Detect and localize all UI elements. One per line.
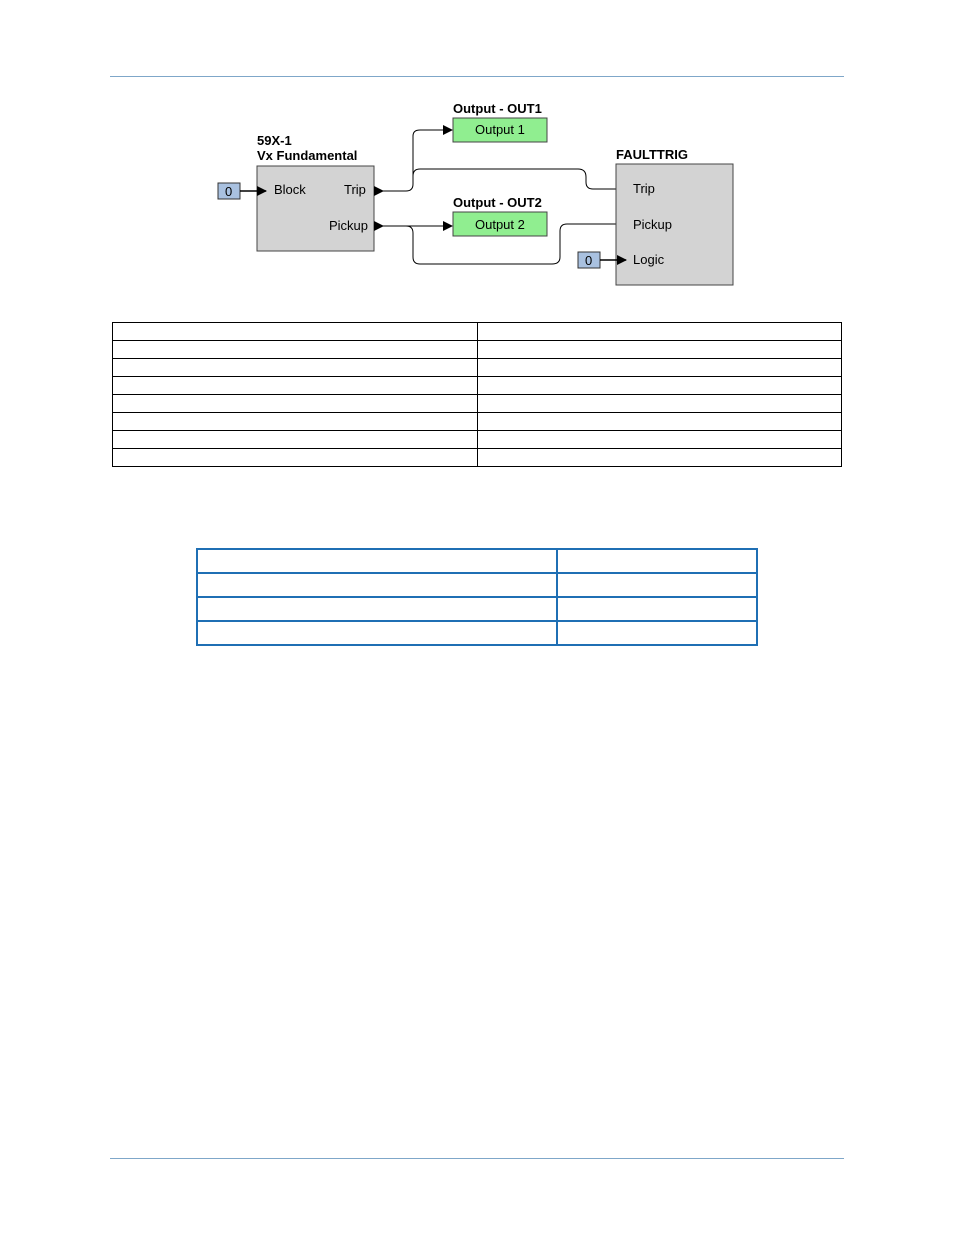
table-row [112, 358, 842, 377]
table-cell [112, 394, 478, 413]
table-cell [477, 430, 842, 449]
table-row [196, 620, 758, 646]
element-59x-trip-output-label: Trip [344, 182, 366, 197]
table-row [196, 572, 758, 598]
faulttrig-pickup-input-label: Pickup [633, 217, 672, 232]
pickup-output-arrow [374, 221, 384, 231]
output-1-block[interactable] [452, 117, 548, 143]
logic-constant-value: 0 [585, 253, 592, 268]
trip-to-faulttrig-wire [412, 168, 626, 194]
table-row [112, 394, 842, 413]
faulttrig-logic-input-label: Logic [633, 252, 665, 267]
output-2-block[interactable] [452, 211, 548, 237]
table-cell [112, 376, 478, 395]
table-cell [112, 412, 478, 431]
table-cell [477, 340, 842, 359]
table-row [112, 412, 842, 431]
out1-title: Output - OUT1 [453, 101, 542, 116]
element-59x-block[interactable] [256, 165, 375, 252]
trip-to-out1-wire [374, 125, 453, 192]
logic-diagram: 59X-1 Vx Fundamental Block Trip Pickup 0… [217, 101, 734, 286]
table-row [112, 376, 842, 395]
table-row [196, 596, 758, 622]
output-1-label: Output 1 [475, 122, 525, 137]
block-constant-value: 0 [225, 184, 232, 199]
table-cell [112, 358, 478, 377]
element-59x-title: 59X-1 [257, 133, 292, 148]
table-cell [556, 596, 758, 622]
pickup-to-faulttrig-wire [405, 219, 626, 265]
table-cell [112, 322, 478, 341]
table-cell [556, 548, 758, 574]
table-cell [196, 572, 558, 598]
table-cell [477, 394, 842, 413]
settings-table [112, 322, 842, 467]
table-cell [477, 322, 842, 341]
element-59x-pickup-output-label: Pickup [329, 218, 368, 233]
trip-output-arrow [374, 186, 384, 196]
element-59x-subtitle: Vx Fundamental [257, 148, 357, 163]
out2-title: Output - OUT2 [453, 195, 542, 210]
table-cell [112, 430, 478, 449]
table-row [196, 548, 758, 574]
table-cell [477, 448, 842, 467]
table-row [112, 340, 842, 359]
table-row [112, 448, 842, 467]
table-cell [477, 412, 842, 431]
table-row [112, 430, 842, 449]
faulttrig-trip-input-label: Trip [633, 181, 655, 196]
header-rule [110, 76, 844, 77]
table-cell [112, 340, 478, 359]
element-59x-block-input-label: Block [274, 182, 306, 197]
output-2-label: Output 2 [475, 217, 525, 232]
faulttrig-block[interactable] [615, 163, 734, 286]
table-cell [556, 620, 758, 646]
table-row [112, 322, 842, 341]
table-cell [196, 620, 558, 646]
outputs-table [196, 548, 758, 646]
table-cell [556, 572, 758, 598]
table-cell [196, 596, 558, 622]
table-cell [196, 548, 558, 574]
faulttrig-title: FAULTTRIG [616, 147, 688, 162]
table-cell [477, 376, 842, 395]
footer-rule [110, 1158, 844, 1159]
table-cell [477, 358, 842, 377]
table-cell [112, 448, 478, 467]
